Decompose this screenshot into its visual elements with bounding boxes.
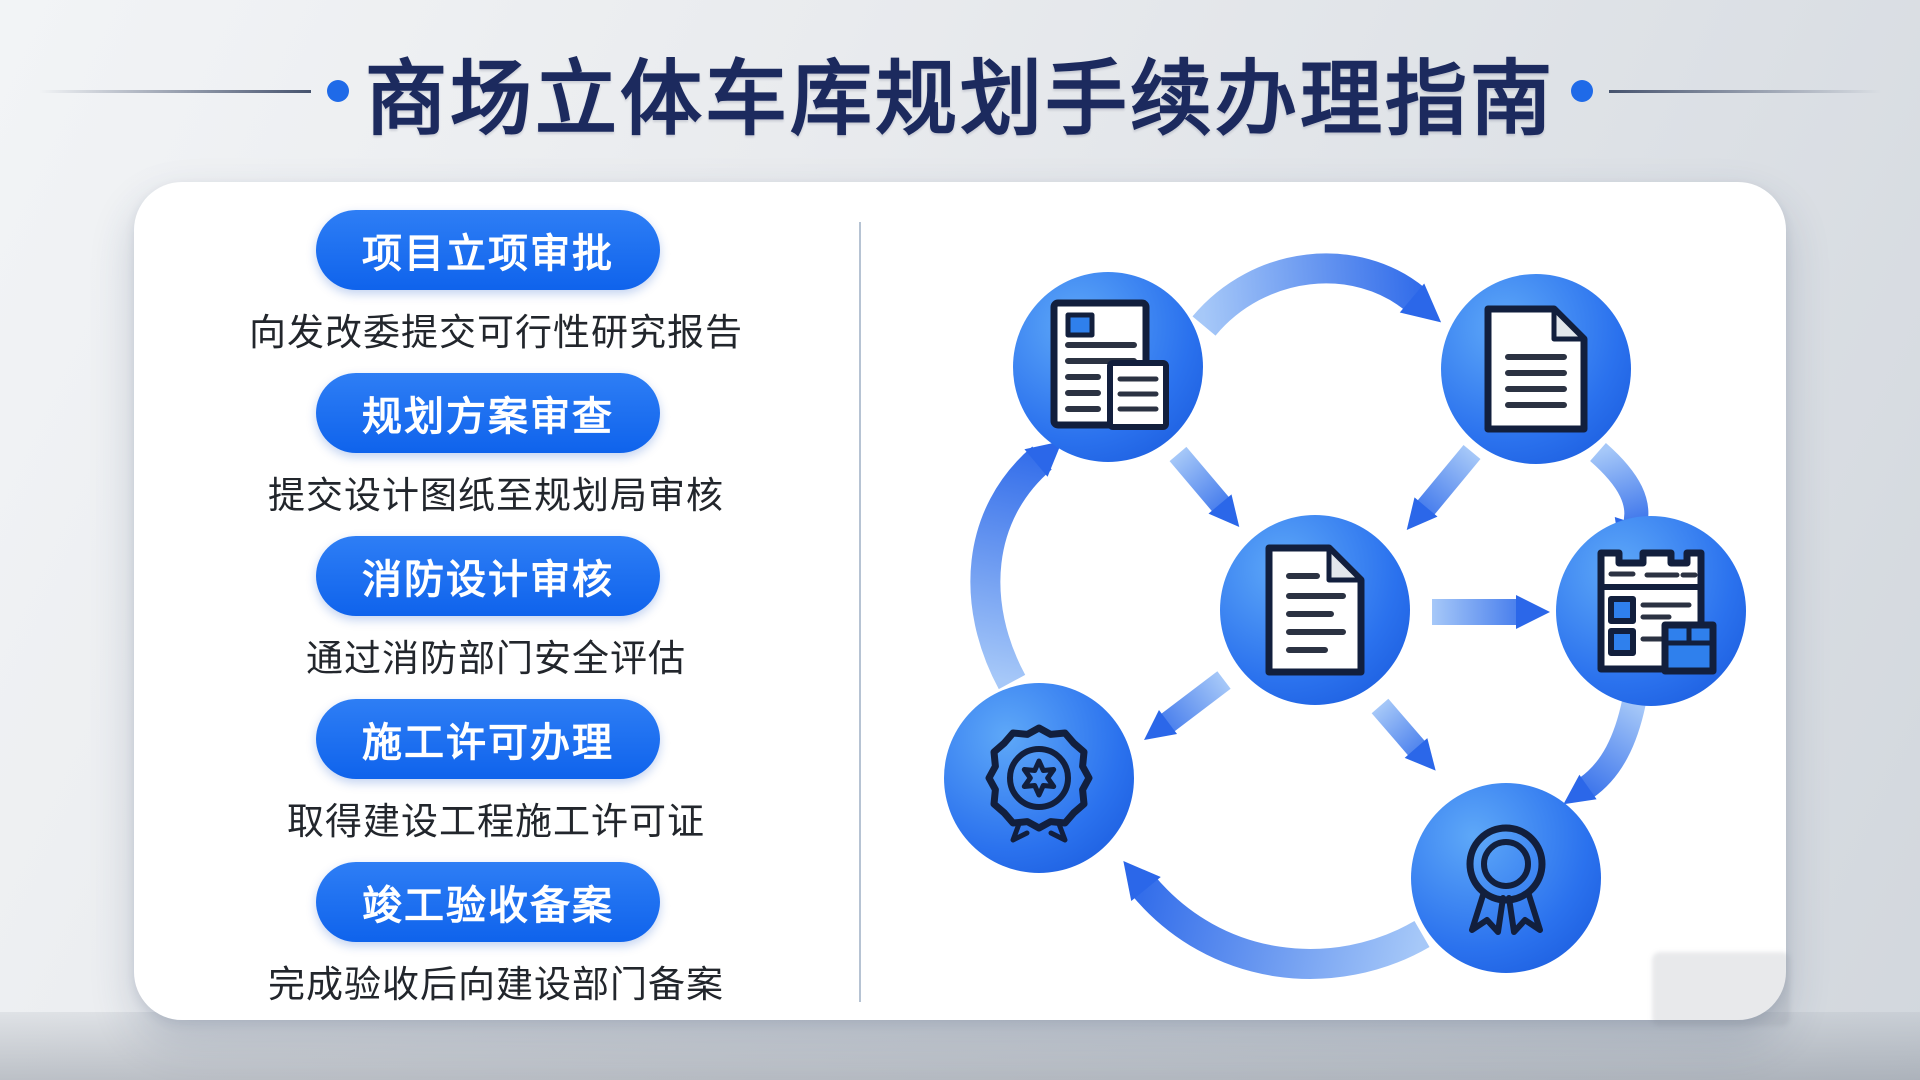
step-pill-1: 项目立项审批 [316, 210, 660, 290]
step-5-description: 完成验收后向建设部门备案 [268, 964, 724, 1005]
title-accent-dot-right [1571, 80, 1593, 102]
node-report-documents [1013, 272, 1203, 462]
flow-arrows [970, 253, 1649, 979]
title-row: 商场立体车库规划手续办理指南 [0, 26, 1920, 156]
arrow-node3-node4 [1432, 595, 1550, 629]
step-pill-3: 消防设计审核 [316, 536, 660, 616]
arrow-node2-node3 [1406, 444, 1481, 530]
arrow-node3-node6 [1371, 698, 1436, 771]
node-seal-badge [944, 683, 1134, 873]
background-floor-band [0, 1012, 1920, 1080]
arrow-top-arc [1192, 253, 1442, 336]
step-1-description: 向发改委提交可行性研究报告 [249, 312, 743, 353]
step-4-description: 取得建设工程施工许可证 [287, 801, 705, 842]
node-circle [944, 683, 1134, 873]
arrow-node1-node3 [1169, 446, 1240, 527]
page-title: 商场立体车库规划手续办理指南 [364, 53, 1555, 145]
seal-badge-icon [985, 724, 1093, 843]
step-3-description: 通过消防部门安全评估 [306, 638, 686, 679]
step-4-label: 施工许可办理 [362, 721, 614, 765]
document-lines-icon [1265, 544, 1365, 676]
award-ribbon-icon [1466, 824, 1546, 935]
report-documents-icon [1050, 299, 1169, 430]
step-pill-4: 施工许可办理 [316, 699, 660, 779]
node-circle [1411, 783, 1601, 973]
title-decoration-line-right [1609, 89, 1881, 93]
checklist-form-icon [1597, 549, 1717, 675]
arrow-left-arc [970, 441, 1063, 690]
arrow-node3-node5 [1144, 671, 1231, 741]
vertical-divider [859, 222, 861, 1002]
watermark [1652, 952, 1790, 1026]
title-decoration-line-left [38, 89, 311, 93]
content-card: 项目立项审批 向发改委提交可行性研究报告 规划方案审查 提交设计图纸至规划局审核… [134, 182, 1786, 1020]
arrow-node4-node6 [1563, 699, 1646, 805]
arrow-bottom-arc [1123, 861, 1430, 979]
step-1-label: 项目立项审批 [362, 232, 614, 276]
step-3-label: 消防设计审核 [362, 558, 614, 602]
step-5-label: 竣工验收备案 [362, 884, 614, 928]
document-icon [1484, 305, 1588, 433]
node-document [1441, 274, 1631, 464]
step-pill-5: 竣工验收备案 [316, 862, 660, 942]
process-flow-diagram [944, 253, 1746, 979]
step-2-description: 提交设计图纸至规划局审核 [268, 475, 724, 516]
title-accent-dot-left [326, 80, 349, 102]
node-checklist-form [1556, 516, 1746, 706]
node-award-ribbon [1411, 783, 1601, 973]
node-document-lines [1220, 515, 1410, 705]
step-2-label: 规划方案审查 [362, 395, 614, 439]
step-pill-2: 规划方案审查 [316, 373, 660, 453]
